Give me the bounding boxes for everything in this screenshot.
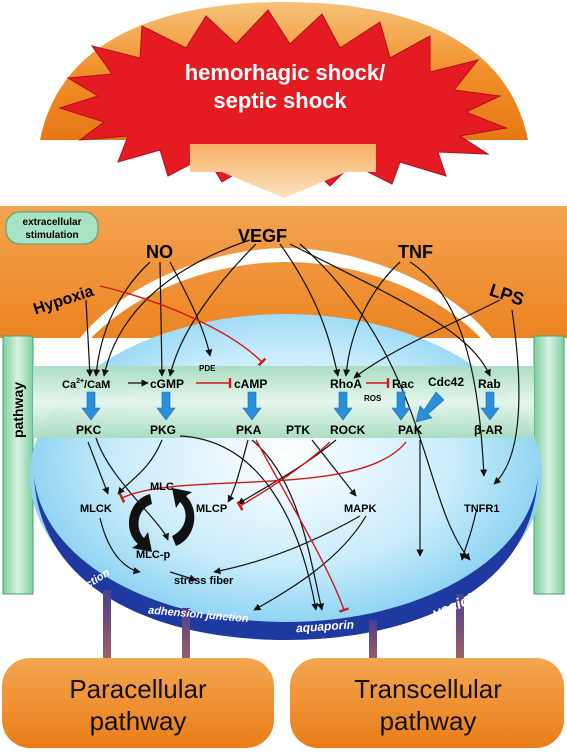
inhibit-pka-aquaporin (255, 439, 350, 613)
node-ros: ROS (364, 394, 382, 403)
title-line-2: septic shock (213, 88, 347, 113)
transcellular-box (290, 658, 564, 748)
exit-arrow-4 (449, 594, 471, 678)
node-pak: PAK (398, 423, 423, 437)
arrow-vegf-vesicle (299, 243, 471, 561)
arrow-no-cgmp (158, 261, 166, 377)
inhibit-rock-mlcp (236, 441, 331, 511)
node-pkg: PKG (150, 423, 176, 437)
node-stress-fiber: stress fiber (174, 575, 234, 587)
arrow-tnf-tnfr1 (409, 261, 488, 477)
arrow-ptk-mapk (311, 439, 357, 497)
node-mlck: MLCK (80, 503, 112, 515)
blue-arrow-cgmp-pkg (156, 391, 176, 421)
node-mlcp: MLCP (196, 503, 227, 515)
node-rab: Rab (478, 377, 501, 391)
node-camp: cAMP (234, 377, 267, 391)
blue-arrow-rab-beta-ar (480, 391, 500, 421)
arrow-lps-rhoa (353, 299, 501, 379)
outcome-transcellular-line-2: pathway (380, 706, 477, 736)
mlc-cycle-right-arrow (172, 488, 195, 546)
arrow-pkg-mlck (117, 439, 163, 495)
arrow-pkc-stressfiber (95, 437, 169, 541)
arrow-tnf-rhoa (342, 261, 401, 377)
blue-arrows (81, 391, 500, 423)
extracellular-badge (5, 211, 99, 245)
arrow-pkg-aquaporin (179, 435, 319, 611)
signaling-band (33, 366, 534, 438)
node-pde: PDE (199, 364, 216, 373)
node-mlc-p: MLC-p (136, 549, 170, 561)
blue-arrow-rac-pak (391, 391, 411, 421)
node-beta-ar: β-AR (474, 423, 503, 437)
arrow-vegf-rhoa (279, 243, 341, 377)
arrow-mlck-mlc-p (99, 517, 141, 575)
stimulus-tnf: TNF (398, 242, 433, 262)
node-mapk: MAPK (344, 503, 376, 515)
outcome-transcellular-line-1: Transcellular (354, 674, 502, 704)
arrow-hypoxia-ca (85, 299, 94, 377)
node-rock: ROCK (330, 423, 366, 437)
arrow-vegf-rab (289, 243, 491, 377)
arrow-pka-mlcp (227, 439, 249, 503)
node-ca-cam: Ca2+/CaM (62, 378, 110, 391)
exit-arrow-2 (175, 608, 197, 676)
node-mlc: MLC (150, 481, 174, 493)
arrow-no-pde (169, 261, 213, 357)
inhibition-lines (99, 285, 407, 613)
outcome-paracellular-line-1: Paracellular (69, 674, 207, 704)
arrow-no-ca (92, 261, 151, 377)
label-aquaporin: aquaporin (296, 617, 355, 635)
node-pka: PKA (236, 423, 262, 437)
arrow-pkc-mlck (87, 441, 110, 495)
extracellular-badge-line-1: extracellular (23, 217, 82, 228)
extracellular-badge-line-2: stimulation (25, 230, 78, 241)
activation-arrows (85, 239, 520, 611)
node-rac: Rac (392, 377, 414, 391)
arrow-vegf-ca (101, 239, 251, 377)
arrow-mapk-stressfiber (213, 515, 361, 575)
blue-arrow-rhoa-rock (333, 391, 353, 421)
arrow-mlc-p-stressfiber (169, 571, 197, 582)
exit-arrow-1 (96, 590, 118, 676)
paracellular-box (2, 658, 274, 748)
node-pkc: PKC (76, 423, 102, 437)
left-pathway-pillar (2, 335, 34, 595)
arrow-lps-tnfr1 (493, 309, 520, 485)
title-line-1: hemorhagic shock/ (185, 60, 386, 85)
mlc-cycle (128, 488, 195, 552)
node-cdc42: Cdc42 (428, 375, 464, 389)
shock-funnel-arrow (190, 144, 376, 198)
arrow-vegf-cgmp (167, 243, 257, 377)
node-ptk: PTK (286, 423, 310, 437)
node-cgmp: cGMP (150, 377, 184, 391)
mlc-cycle-left-arrow (128, 494, 152, 552)
side-pathway-label: pathway (10, 382, 26, 438)
node-rhoa: RhoA (330, 377, 362, 391)
blue-arrow-camp-pka (242, 391, 262, 421)
blue-arrow-cdc42-pak (415, 391, 445, 423)
stimulus-no: NO (146, 242, 173, 262)
inhibit-pak-mlck (118, 441, 407, 503)
arrow-tnfr1-vesicle (459, 511, 477, 561)
inhibit-hypoxia-camp (99, 285, 267, 367)
outcome-paracellular-line-2: pathway (90, 706, 187, 736)
stimulus-vegf: VEGF (238, 226, 287, 246)
node-tnfr1: TNFR1 (464, 503, 499, 515)
blue-arrow-ca-pkc (81, 391, 101, 421)
